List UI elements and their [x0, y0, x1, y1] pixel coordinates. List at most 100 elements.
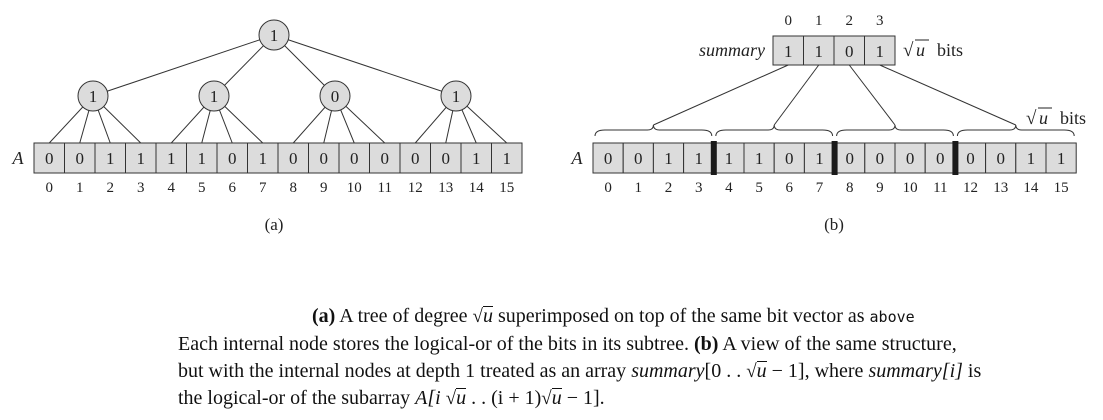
- caption-text: is: [962, 360, 982, 382]
- bit-value: 0: [76, 149, 85, 168]
- cluster-brace: [715, 124, 834, 137]
- index-label: 12: [408, 180, 423, 196]
- bit-cell: [155, 142, 187, 174]
- index-label: 5: [755, 180, 763, 196]
- cluster-separator: [831, 141, 838, 175]
- bit-cell: [1045, 142, 1077, 174]
- bit-cell: [460, 142, 492, 174]
- bit-cell: [743, 142, 775, 174]
- caption-b-label: (b): [693, 333, 719, 355]
- caption-var-u: u: [456, 387, 467, 409]
- bit-value: 0: [936, 149, 945, 168]
- level1-node-value: 1: [89, 87, 98, 106]
- bit-value: 0: [381, 149, 390, 168]
- summary-link: [879, 64, 1017, 126]
- bit-value: 1: [137, 149, 146, 168]
- summary-cell: [772, 35, 804, 66]
- bit-cell: [430, 142, 462, 174]
- bit-value: 0: [228, 149, 237, 168]
- caption-summary: summary: [868, 360, 942, 382]
- index-label: 12: [963, 180, 978, 196]
- caption-text: − 1].: [561, 387, 605, 409]
- level1-node: [440, 80, 472, 112]
- summary-label: summary: [699, 40, 765, 60]
- caption-var-A: A: [415, 387, 428, 409]
- level1-node-value: 1: [452, 87, 461, 106]
- bit-value: 0: [411, 149, 420, 168]
- index-label: 4: [168, 180, 176, 196]
- summary-index-label: 2: [846, 13, 854, 29]
- caption-text: the logical-or of the subarray: [178, 387, 416, 409]
- level1-node: [198, 80, 230, 112]
- bit-value: 0: [906, 149, 915, 168]
- level1-node: [319, 80, 351, 112]
- summary-bit-value: 1: [815, 42, 824, 61]
- index-label: 0: [604, 180, 612, 196]
- index-label: 4: [725, 180, 733, 196]
- bit-cell: [683, 142, 715, 174]
- panel-caption: (b): [824, 215, 844, 234]
- caption-a-label: (a): [312, 305, 336, 327]
- index-label: 10: [903, 180, 918, 196]
- sqrt-var-u: u: [916, 40, 925, 60]
- caption-var-u: u: [482, 305, 493, 327]
- bit-value: 1: [815, 149, 824, 168]
- caption-text: but with the internal nodes at depth 1 t…: [178, 360, 632, 382]
- index-label: 3: [695, 180, 703, 196]
- caption-line-1: (a) A tree of degree √u superimposed on …: [312, 304, 915, 329]
- panel-caption: (a): [265, 215, 284, 234]
- index-label: 13: [993, 180, 1008, 196]
- caption-text: superimposed on top of the same bit vect…: [492, 305, 870, 327]
- caption-line-3: but with the internal nodes at depth 1 t…: [178, 359, 981, 384]
- bit-value: 0: [320, 149, 329, 168]
- level1-node-value: 0: [331, 87, 340, 106]
- array-label: A: [12, 148, 25, 168]
- index-label: 15: [1054, 180, 1069, 196]
- bit-cell: [94, 142, 126, 174]
- index-label: 5: [198, 180, 206, 196]
- bit-cell: [338, 142, 370, 174]
- bit-cell: [954, 142, 987, 174]
- sqrt-symbol: √: [541, 388, 552, 409]
- summary-link: [848, 64, 896, 126]
- bit-value: 0: [996, 149, 1005, 168]
- caption-text: [0 . .: [704, 360, 747, 382]
- index-label: 14: [469, 180, 485, 196]
- index-label: 15: [499, 180, 514, 196]
- bit-cell: [803, 142, 836, 174]
- bit-value: 1: [694, 149, 703, 168]
- bit-value: 1: [259, 149, 268, 168]
- sqrt-symbol: √: [472, 306, 483, 327]
- caption-line-4: the logical-or of the subarray A[i √u . …: [178, 386, 605, 411]
- cluster-brace: [594, 124, 713, 137]
- cluster-brace: [956, 124, 1075, 137]
- caption-text: [i: [427, 387, 446, 409]
- bit-value: 1: [1057, 149, 1066, 168]
- caption-text: A view of the same structure,: [718, 333, 957, 355]
- sqrt-symbol: √: [903, 40, 914, 61]
- index-label: 11: [933, 180, 947, 196]
- index-label: 8: [290, 180, 298, 196]
- summary-bit-value: 1: [784, 42, 793, 61]
- sqrt-var-u: u: [1039, 108, 1048, 128]
- index-label: 9: [320, 180, 328, 196]
- index-label: 6: [786, 180, 794, 196]
- bit-value: 0: [634, 149, 643, 168]
- bit-value: 0: [785, 149, 794, 168]
- cluster-separator: [710, 141, 717, 175]
- sqrt-symbol: √: [445, 388, 457, 409]
- caption-index: [i]: [941, 360, 963, 382]
- bit-cell: [247, 142, 279, 174]
- caption-text: A tree of degree: [335, 305, 473, 327]
- bit-value: 0: [966, 149, 975, 168]
- bit-value: 0: [845, 149, 854, 168]
- caption-line-2: Each internal node stores the logical-or…: [178, 332, 957, 356]
- index-label: 1: [76, 180, 84, 196]
- index-label: 2: [665, 180, 673, 196]
- bit-value: 0: [442, 149, 451, 168]
- bits-word: bits: [1060, 108, 1086, 128]
- bit-cell: [985, 142, 1017, 174]
